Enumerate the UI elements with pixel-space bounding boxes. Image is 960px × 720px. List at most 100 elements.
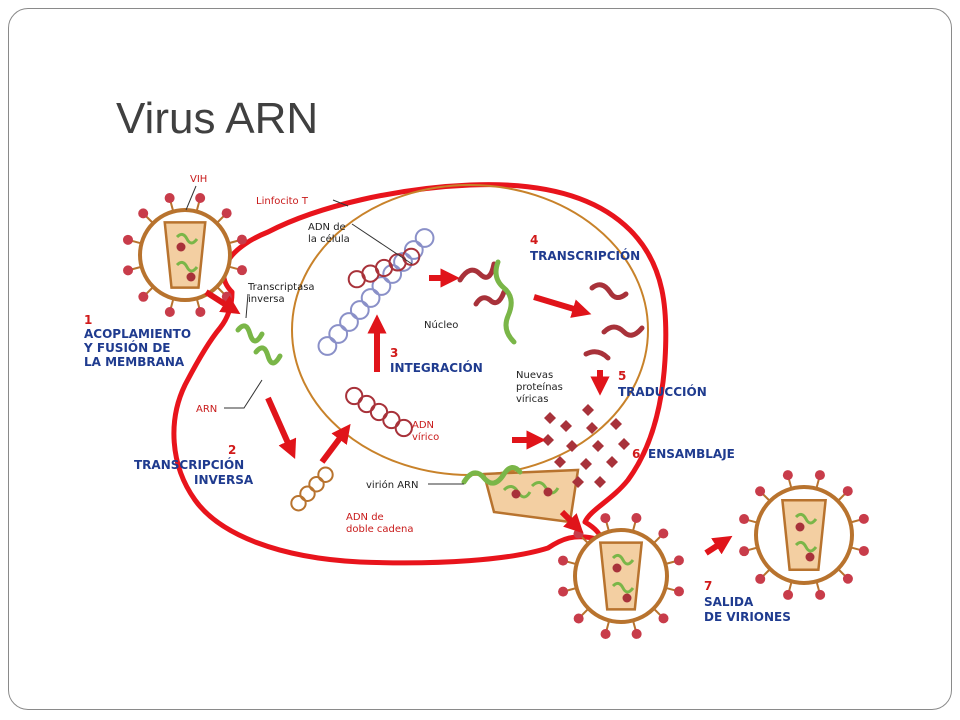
virus-spike-knob — [739, 546, 750, 557]
label-adn-doble-2: doble cadena — [346, 524, 414, 535]
helix-turn — [403, 240, 424, 260]
virus-enzyme — [612, 563, 622, 573]
helix-turn — [349, 300, 370, 320]
arrow-mrna-exit — [533, 294, 592, 318]
virus-spike-knob — [164, 193, 175, 204]
arrow-reverse-transcription — [265, 396, 297, 460]
virus-spike-knob — [600, 513, 611, 524]
helix-turn — [345, 386, 364, 406]
helix-turn — [328, 324, 349, 344]
virus-spike-knob — [138, 291, 149, 302]
process-arrows — [204, 268, 733, 556]
arrow-exit — [704, 535, 733, 556]
virus-spike-knob — [858, 513, 869, 524]
virus-spike-knob — [842, 573, 853, 584]
virus-rna — [794, 512, 818, 525]
virus-rna — [794, 540, 818, 553]
viral-protein — [572, 476, 584, 488]
virus-enzyme — [805, 552, 815, 562]
viral-protein — [542, 434, 554, 446]
label-nuevas-1: Nuevas — [516, 370, 553, 381]
step-6-number: 6 — [632, 447, 640, 461]
virus-spike-knob — [739, 514, 750, 525]
virus-rna — [175, 260, 199, 273]
virus-spike-knob — [631, 628, 642, 639]
viral-protein — [606, 456, 618, 468]
step-7-line-1: SALIDA — [704, 595, 754, 609]
label-vih: VIH — [190, 174, 207, 185]
virus-spike-knob — [195, 306, 206, 317]
viral-protein — [580, 458, 592, 470]
helix-turn — [394, 418, 413, 438]
label-virion-arn: virión ARN — [366, 479, 419, 491]
step-2-line-1: TRANSCRIPCIÓN — [134, 457, 244, 472]
integrated-viral-dna — [347, 247, 421, 289]
helix-turn — [402, 247, 421, 266]
virus-spike-knob — [123, 265, 134, 276]
viral-protein — [560, 420, 572, 432]
virus-capsid — [781, 498, 827, 572]
annotation-labels: VIH Linfocito T ADN de la célula Transcr… — [185, 174, 563, 535]
helix-turn — [360, 288, 381, 308]
transcribed-rna-green — [493, 259, 517, 345]
virus-spike-knob — [195, 192, 206, 203]
step-4-line-1: TRANSCRIPCIÓN — [530, 248, 640, 263]
virus-spike-knob — [138, 208, 149, 219]
helix-turn — [339, 312, 359, 332]
viral-protein — [544, 412, 556, 424]
helix-turn — [371, 276, 392, 296]
helix-turn — [317, 466, 334, 483]
virus-spike-knob — [122, 234, 133, 245]
virion-rna-strand — [461, 465, 523, 486]
virus-spike-knob — [858, 545, 869, 556]
virus-spike-knob — [600, 628, 611, 639]
virus-spike-knob — [236, 234, 247, 245]
virus-spike-knob — [558, 586, 569, 597]
virus-enzyme — [186, 272, 196, 282]
label-nuevas-2: proteínas — [516, 381, 563, 393]
step-4-number: 4 — [530, 233, 538, 247]
viral-protein — [610, 418, 622, 430]
arrow-assembly — [559, 509, 584, 534]
viral-protein — [592, 440, 604, 452]
incoming-rna — [235, 323, 265, 344]
virus-spike-knob — [658, 613, 669, 624]
step-5-line-1: TRADUCCIÓN — [618, 384, 707, 399]
double-strand-dna-helix — [290, 466, 334, 512]
virus-spike-knob — [755, 486, 766, 497]
step-2-number: 2 — [228, 443, 236, 457]
virus-capsid — [163, 221, 207, 289]
virus-spike-knob — [558, 555, 569, 566]
arrow-to-nucleus — [319, 423, 351, 464]
virus-spike-knob — [221, 208, 232, 219]
step-6-line-1: ENSAMBLAJE — [648, 447, 735, 461]
virus-enzyme — [176, 242, 186, 252]
label-arn: ARN — [196, 404, 217, 415]
step-7-line-2: DE VIRIONES — [704, 610, 791, 624]
step-labels: 1 ACOPLAMIENTO Y FUSIÓN DE LA MEMBRANA 2… — [83, 233, 791, 624]
virus-vih — [122, 192, 248, 318]
virus-released — [739, 470, 869, 600]
virus-capsid — [598, 541, 644, 611]
virus-spike-knob — [815, 589, 826, 600]
label-adn-doble-1: ADN de — [346, 512, 384, 523]
virus-budding — [558, 513, 684, 639]
virus-rna — [175, 232, 199, 245]
virus-spike-knob — [782, 470, 793, 481]
virus-enzyme — [795, 522, 805, 532]
cytoplasm-mrna — [583, 349, 611, 361]
helix-turn — [369, 402, 389, 422]
virus-spike-knob — [673, 555, 684, 566]
viral-dna-helix — [345, 386, 413, 438]
label-adn-celula-2: la célula — [308, 233, 350, 245]
slide: Virus ARN — [8, 8, 952, 710]
viral-protein — [594, 476, 606, 488]
virus-spike-knob — [755, 573, 766, 584]
helix-turn — [308, 476, 325, 493]
viral-protein — [618, 438, 630, 450]
transcribed-rna — [473, 289, 507, 307]
viral-protein — [586, 422, 598, 434]
virus-spike-knob — [573, 528, 584, 539]
step-3-number: 3 — [390, 346, 398, 360]
